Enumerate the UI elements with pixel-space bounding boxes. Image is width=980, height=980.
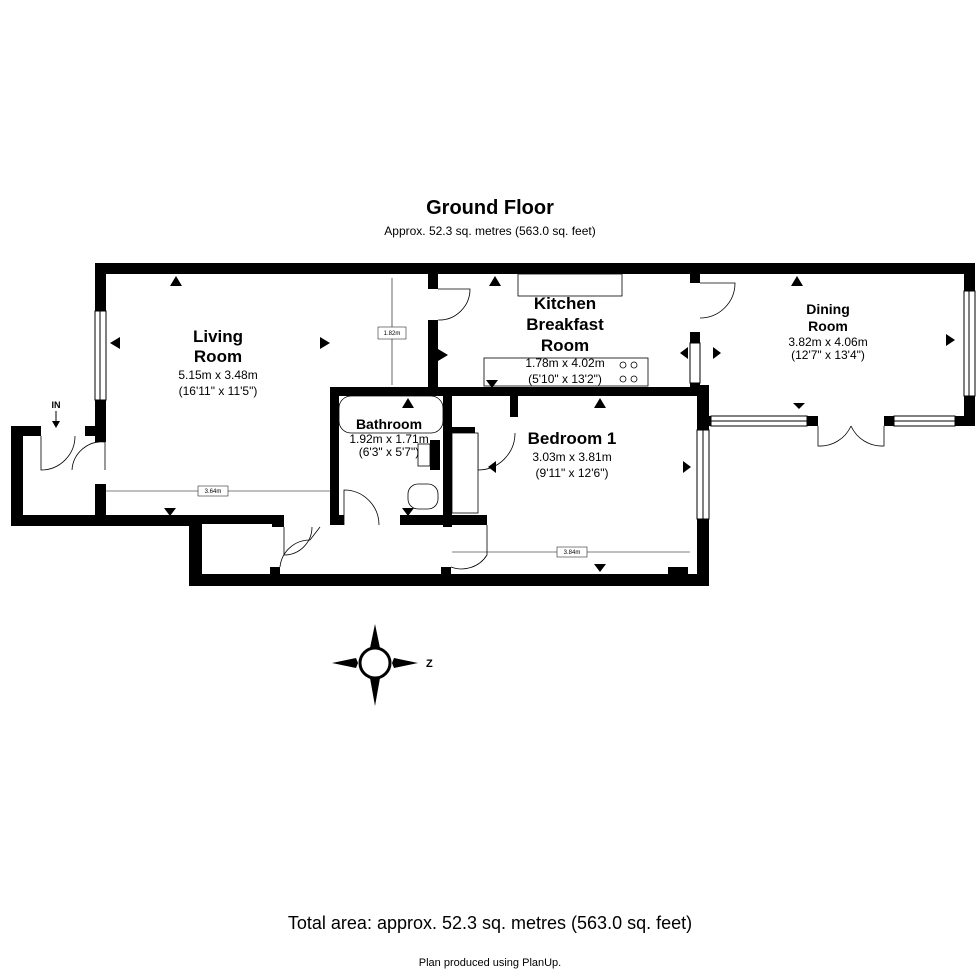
measure-label-364: 3.64m: [205, 489, 222, 495]
svg-text:3.03m x 3.81m: 3.03m x 3.81m: [532, 450, 611, 464]
measure-label-384: 3.84m: [564, 550, 581, 556]
svg-text:IN: IN: [52, 400, 61, 410]
svg-text:1.78m x 4.02m: 1.78m x 4.02m: [525, 356, 604, 370]
doors: [40, 282, 885, 570]
svg-text:5.15m x 3.48m: 5.15m x 3.48m: [178, 368, 257, 382]
svg-text:(6'3" x 5'7"): (6'3" x 5'7"): [359, 445, 419, 459]
kitchen-label: Kitchen Breakfast Room 1.78m x 4.02m (5'…: [525, 294, 604, 386]
living-room-label: Living Room 5.15m x 3.48m (16'11" x 11'5…: [178, 327, 257, 398]
wall-markers: [110, 276, 955, 572]
svg-text:Kitchen: Kitchen: [534, 294, 596, 313]
svg-text:Room: Room: [541, 336, 589, 355]
svg-text:Living: Living: [193, 327, 243, 346]
svg-text:(5'10" x 13'2"): (5'10" x 13'2"): [528, 372, 602, 386]
produced-by-credit: Plan produced using PlanUp.: [418, 957, 562, 969]
sink: [417, 443, 431, 467]
svg-text:Dining: Dining: [806, 301, 850, 317]
svg-text:(9'11" x 12'6"): (9'11" x 12'6"): [536, 466, 609, 480]
toilet: [407, 483, 439, 510]
svg-text:(12'7" x 13'4"): (12'7" x 13'4"): [791, 348, 865, 362]
floor-title: Ground Floor: [426, 197, 554, 219]
svg-text:Bathroom: Bathroom: [356, 416, 422, 432]
bathtub: [338, 395, 444, 434]
entrance-marker: IN: [52, 400, 61, 428]
fixtures: [338, 273, 649, 514]
dining-room-label: Dining Room 3.82m x 4.06m (12'7" x 13'4"…: [788, 301, 867, 362]
svg-text:Room: Room: [194, 347, 242, 366]
floor-area-subtitle: Approx. 52.3 sq. metres (563.0 sq. feet): [384, 224, 596, 238]
windows: [94, 290, 976, 520]
svg-text:Breakfast: Breakfast: [526, 315, 604, 334]
bathroom-label: Bathroom 1.92m x 1.71m (6'3" x 5'7"): [349, 416, 428, 459]
wardrobe: [451, 432, 479, 514]
kitchen-hood: [517, 273, 623, 297]
svg-text:Bedroom 1: Bedroom 1: [528, 429, 617, 448]
svg-text:Z: Z: [426, 658, 433, 670]
svg-text:1.92m x 1.71m: 1.92m x 1.71m: [349, 432, 428, 446]
compass-icon: Z: [332, 624, 433, 706]
measure-label-182: 1.82m: [384, 331, 401, 337]
total-area: Total area: approx. 52.3 sq. metres (563…: [287, 913, 693, 933]
svg-text:3.82m x 4.06m: 3.82m x 4.06m: [788, 335, 867, 349]
svg-text:Room: Room: [808, 318, 848, 334]
bedroom-label: Bedroom 1 3.03m x 3.81m (9'11" x 12'6"): [528, 429, 617, 480]
svg-text:(16'11" x 11'5"): (16'11" x 11'5"): [179, 384, 258, 398]
